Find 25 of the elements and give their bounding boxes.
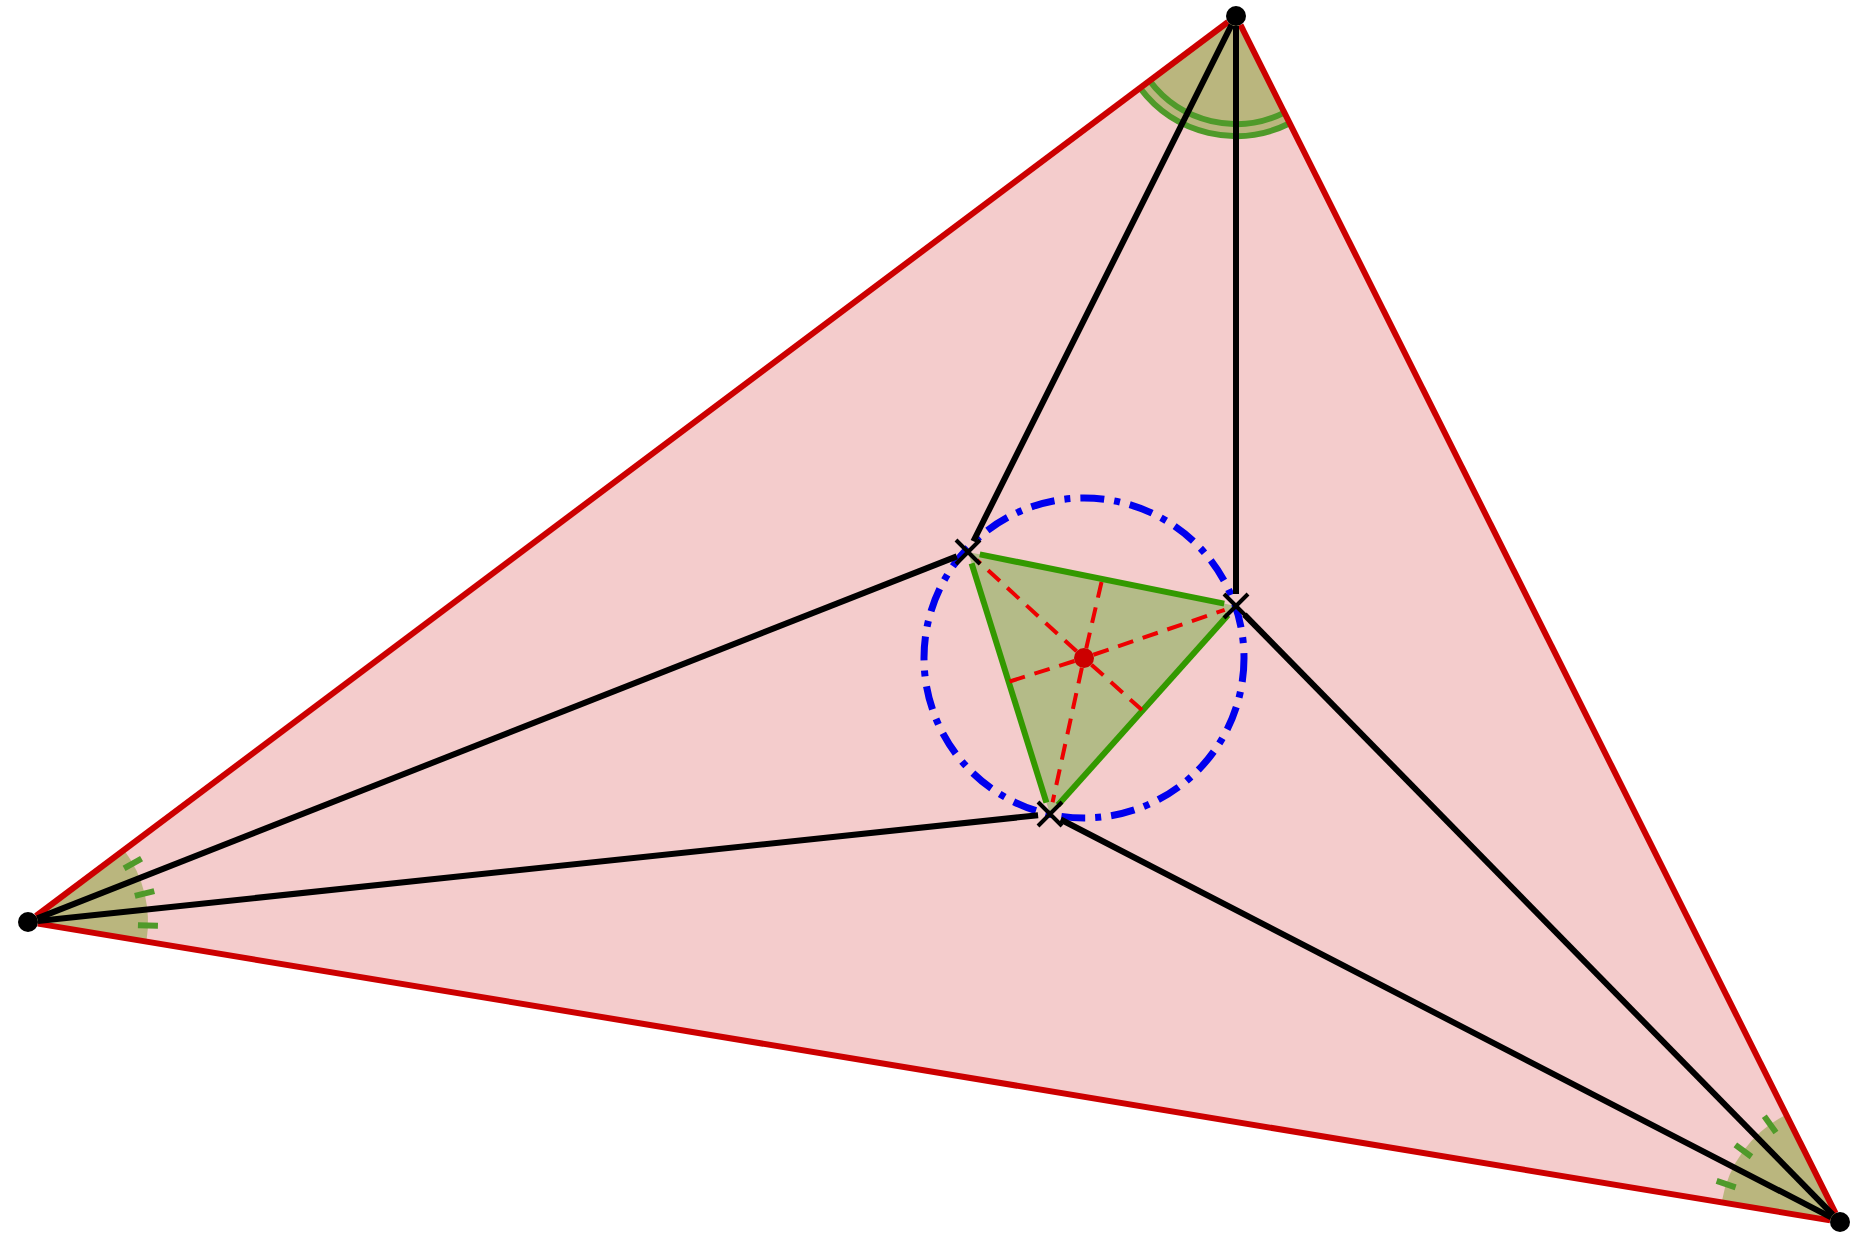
line-segment — [1233, 26, 1239, 594]
intersection-cross — [1222, 592, 1250, 620]
line-segment — [979, 551, 1225, 607]
line-segment — [37, 812, 1039, 924]
dashed-line — [975, 558, 1078, 653]
dashed-line — [1050, 667, 1084, 803]
line-segment — [970, 23, 1235, 543]
line-segment — [36, 553, 958, 922]
vertex-dot — [18, 912, 38, 932]
line-segment — [34, 19, 1230, 919]
line-segment — [1059, 816, 1833, 1221]
dashed-line — [1084, 579, 1104, 649]
line-segment — [1237, 23, 1839, 1215]
intersection-cross — [1036, 800, 1064, 828]
center-dot — [1074, 648, 1094, 668]
line-segment — [1242, 612, 1836, 1217]
dashed-line — [1092, 608, 1226, 657]
line-segment — [968, 562, 1050, 804]
line-segment — [1055, 612, 1231, 808]
vertex-dot — [1226, 6, 1246, 26]
dashed-line — [1007, 659, 1076, 684]
intersection-cross — [954, 538, 982, 566]
dashed-line — [1090, 663, 1144, 712]
vertex-dot — [1830, 1212, 1850, 1232]
line-segment — [37, 920, 1831, 1224]
